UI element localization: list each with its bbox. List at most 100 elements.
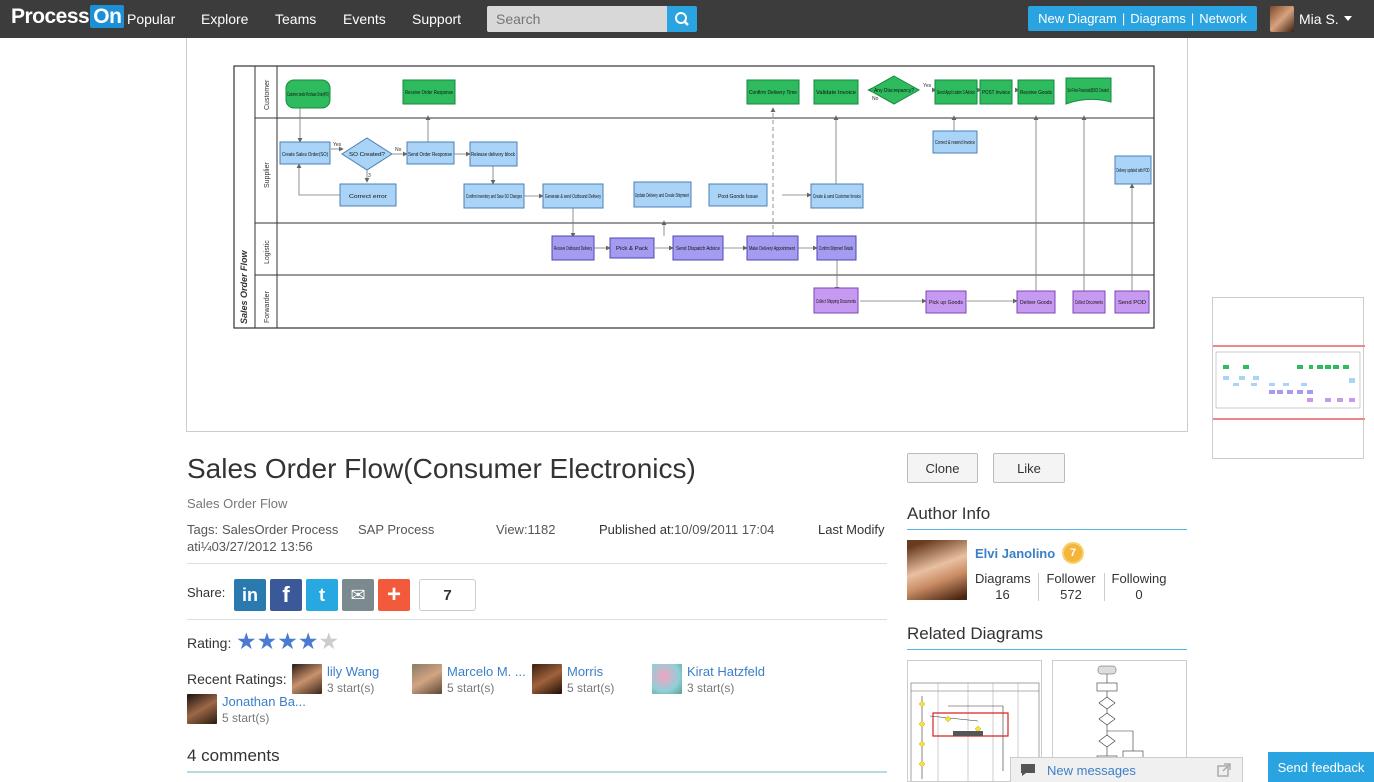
edge-label: No [395, 147, 402, 153]
user-avatar[interactable] [1270, 6, 1294, 32]
nav-events[interactable]: Events [343, 11, 386, 27]
stat-value[interactable]: 0 [1135, 587, 1143, 602]
node-label: Validate Invoice [816, 90, 856, 96]
share-label: Share: [187, 585, 226, 600]
divider [1104, 573, 1105, 601]
node-label: Send POD [1118, 300, 1146, 306]
twitter-icon: t [319, 584, 325, 605]
view-count: View:1182 [496, 522, 556, 537]
node-label: Correct error [349, 194, 387, 200]
node-label: Delivery updated with POD [1117, 168, 1150, 174]
new-messages-bar[interactable]: New messages [1010, 757, 1243, 782]
page-subtitle: Sales Order Flow [187, 496, 288, 511]
tag-link[interactable]: SalesOrder Process [222, 522, 339, 537]
node-label: Confirm Shipment Details [819, 246, 853, 252]
star-icon[interactable]: ★ [297, 628, 319, 654]
rating-label: Rating: [187, 635, 232, 651]
diagram-minimap[interactable] [1212, 297, 1365, 459]
clone-button[interactable]: Clone [907, 453, 978, 483]
stat-value[interactable]: 572 [1060, 587, 1082, 602]
node-label: Receive Outbound Delivery [554, 246, 592, 252]
published-date: 10/09/2011 17:04 [674, 522, 775, 537]
author-info-heading: Author Info [907, 504, 991, 523]
node-label: Send Dispatch Advice [676, 246, 720, 252]
rater-item[interactable]: Kirat Hatzfeld 3 start(s) [652, 664, 765, 697]
search-input[interactable] [487, 6, 667, 32]
node-label: Send Order Response [408, 152, 452, 158]
rater-name[interactable]: Marcelo M. ... [447, 664, 526, 679]
rater-item[interactable]: Jonathan Ba... 5 start(s) [187, 694, 306, 727]
lane-supplier: Supplier [264, 162, 271, 188]
star-icon[interactable]: ★ [236, 628, 257, 654]
rater-name[interactable]: lily Wang [327, 664, 380, 679]
node-label: Collect Documents [1075, 300, 1103, 306]
divider [907, 649, 1187, 650]
node-label: Confirm Delivery Time [749, 90, 797, 96]
divider [1038, 573, 1039, 601]
page-title: Sales Order Flow(Consumer Electronics) [187, 453, 696, 484]
nav-popular[interactable]: Popular [127, 11, 176, 27]
diagram-preview[interactable]: Sales Order Flow Customer Supplier Logis… [186, 38, 1365, 459]
facebook-icon: f [282, 582, 290, 607]
nav-support[interactable]: Support [412, 11, 462, 27]
edge-label: Yes [333, 142, 342, 148]
send-feedback-button[interactable]: Send feedback [1268, 752, 1374, 782]
rater-score: 5 start(s) [447, 681, 495, 695]
rater-item[interactable]: Marcelo M. ... 5 start(s) [412, 664, 526, 697]
node-label: Make Delivery Appointment [749, 246, 795, 252]
popout-icon[interactable] [1216, 762, 1232, 778]
rater-name[interactable]: Morris [567, 664, 604, 679]
recent-ratings-label: Recent Ratings: [187, 671, 287, 687]
divider [187, 563, 887, 564]
supplier-nodes [279, 130, 1152, 209]
linkedin-share-button[interactable]: in [234, 579, 266, 611]
chevron-down-icon[interactable] [1344, 16, 1352, 21]
rater-name[interactable]: Kirat Hatzfeld [687, 664, 766, 679]
node-label: Set Flow Financials(BSO) Created [1068, 88, 1109, 94]
node-label: Release delivery block [471, 152, 515, 158]
last-modify-date: ati¼03/27/2012 13:56 [187, 539, 313, 554]
author-name[interactable]: Elvi Janolino [975, 546, 1056, 561]
node-label: Collect Shipping Documents [816, 299, 856, 305]
node-label: Receive Goods [1020, 90, 1052, 96]
divider [907, 529, 1187, 530]
user-name[interactable]: Mia S. [1299, 11, 1339, 27]
lane-customer: Customer [264, 79, 271, 110]
rater-score: 5 start(s) [222, 711, 270, 725]
email-share-button[interactable]: ✉ [342, 579, 374, 611]
search-button[interactable] [667, 6, 697, 32]
node-label: Generate & send Outbound Delivery [545, 194, 601, 200]
node-label: Send Appli cation 3 Advice [937, 90, 975, 96]
node-label: Receive Order Response [405, 90, 453, 96]
linkedin-icon: in [242, 584, 258, 605]
facebook-share-button[interactable]: f [270, 579, 302, 611]
logistic-nodes [551, 235, 857, 261]
tag-link[interactable]: SAP Process [358, 522, 435, 537]
rating-stars[interactable]: ★★★★★ [236, 630, 339, 653]
nav-explore[interactable]: Explore [201, 11, 249, 27]
twitter-share-button[interactable]: t [306, 579, 338, 611]
star-icon[interactable]: ★ [256, 628, 278, 654]
node-label: Pick & Pack [616, 246, 648, 252]
stat-value[interactable]: 16 [995, 587, 1010, 602]
node-label: SO Created? [349, 152, 385, 158]
like-button[interactable]: Like [993, 453, 1065, 483]
tags-label: Tags: [187, 522, 219, 537]
author-avatar[interactable] [907, 540, 967, 600]
network-link[interactable]: Network [1199, 11, 1247, 26]
minimap-canvas [1213, 345, 1365, 420]
diagrams-link[interactable]: Diagrams [1130, 11, 1186, 26]
new-messages-label[interactable]: New messages [1047, 762, 1136, 778]
node-label: Deliver Goods [1020, 300, 1052, 306]
star-icon[interactable]: ★ [318, 628, 340, 654]
rater-name[interactable]: Jonathan Ba... [222, 694, 306, 709]
rater-score: 3 start(s) [687, 681, 735, 695]
star-icon[interactable]: ★ [277, 628, 298, 654]
node-label: Post Goods Issue [718, 194, 758, 200]
more-share-button[interactable]: + [378, 579, 410, 611]
nav-teams[interactable]: Teams [275, 11, 317, 27]
new-diagram-link[interactable]: New Diagram [1038, 11, 1117, 26]
